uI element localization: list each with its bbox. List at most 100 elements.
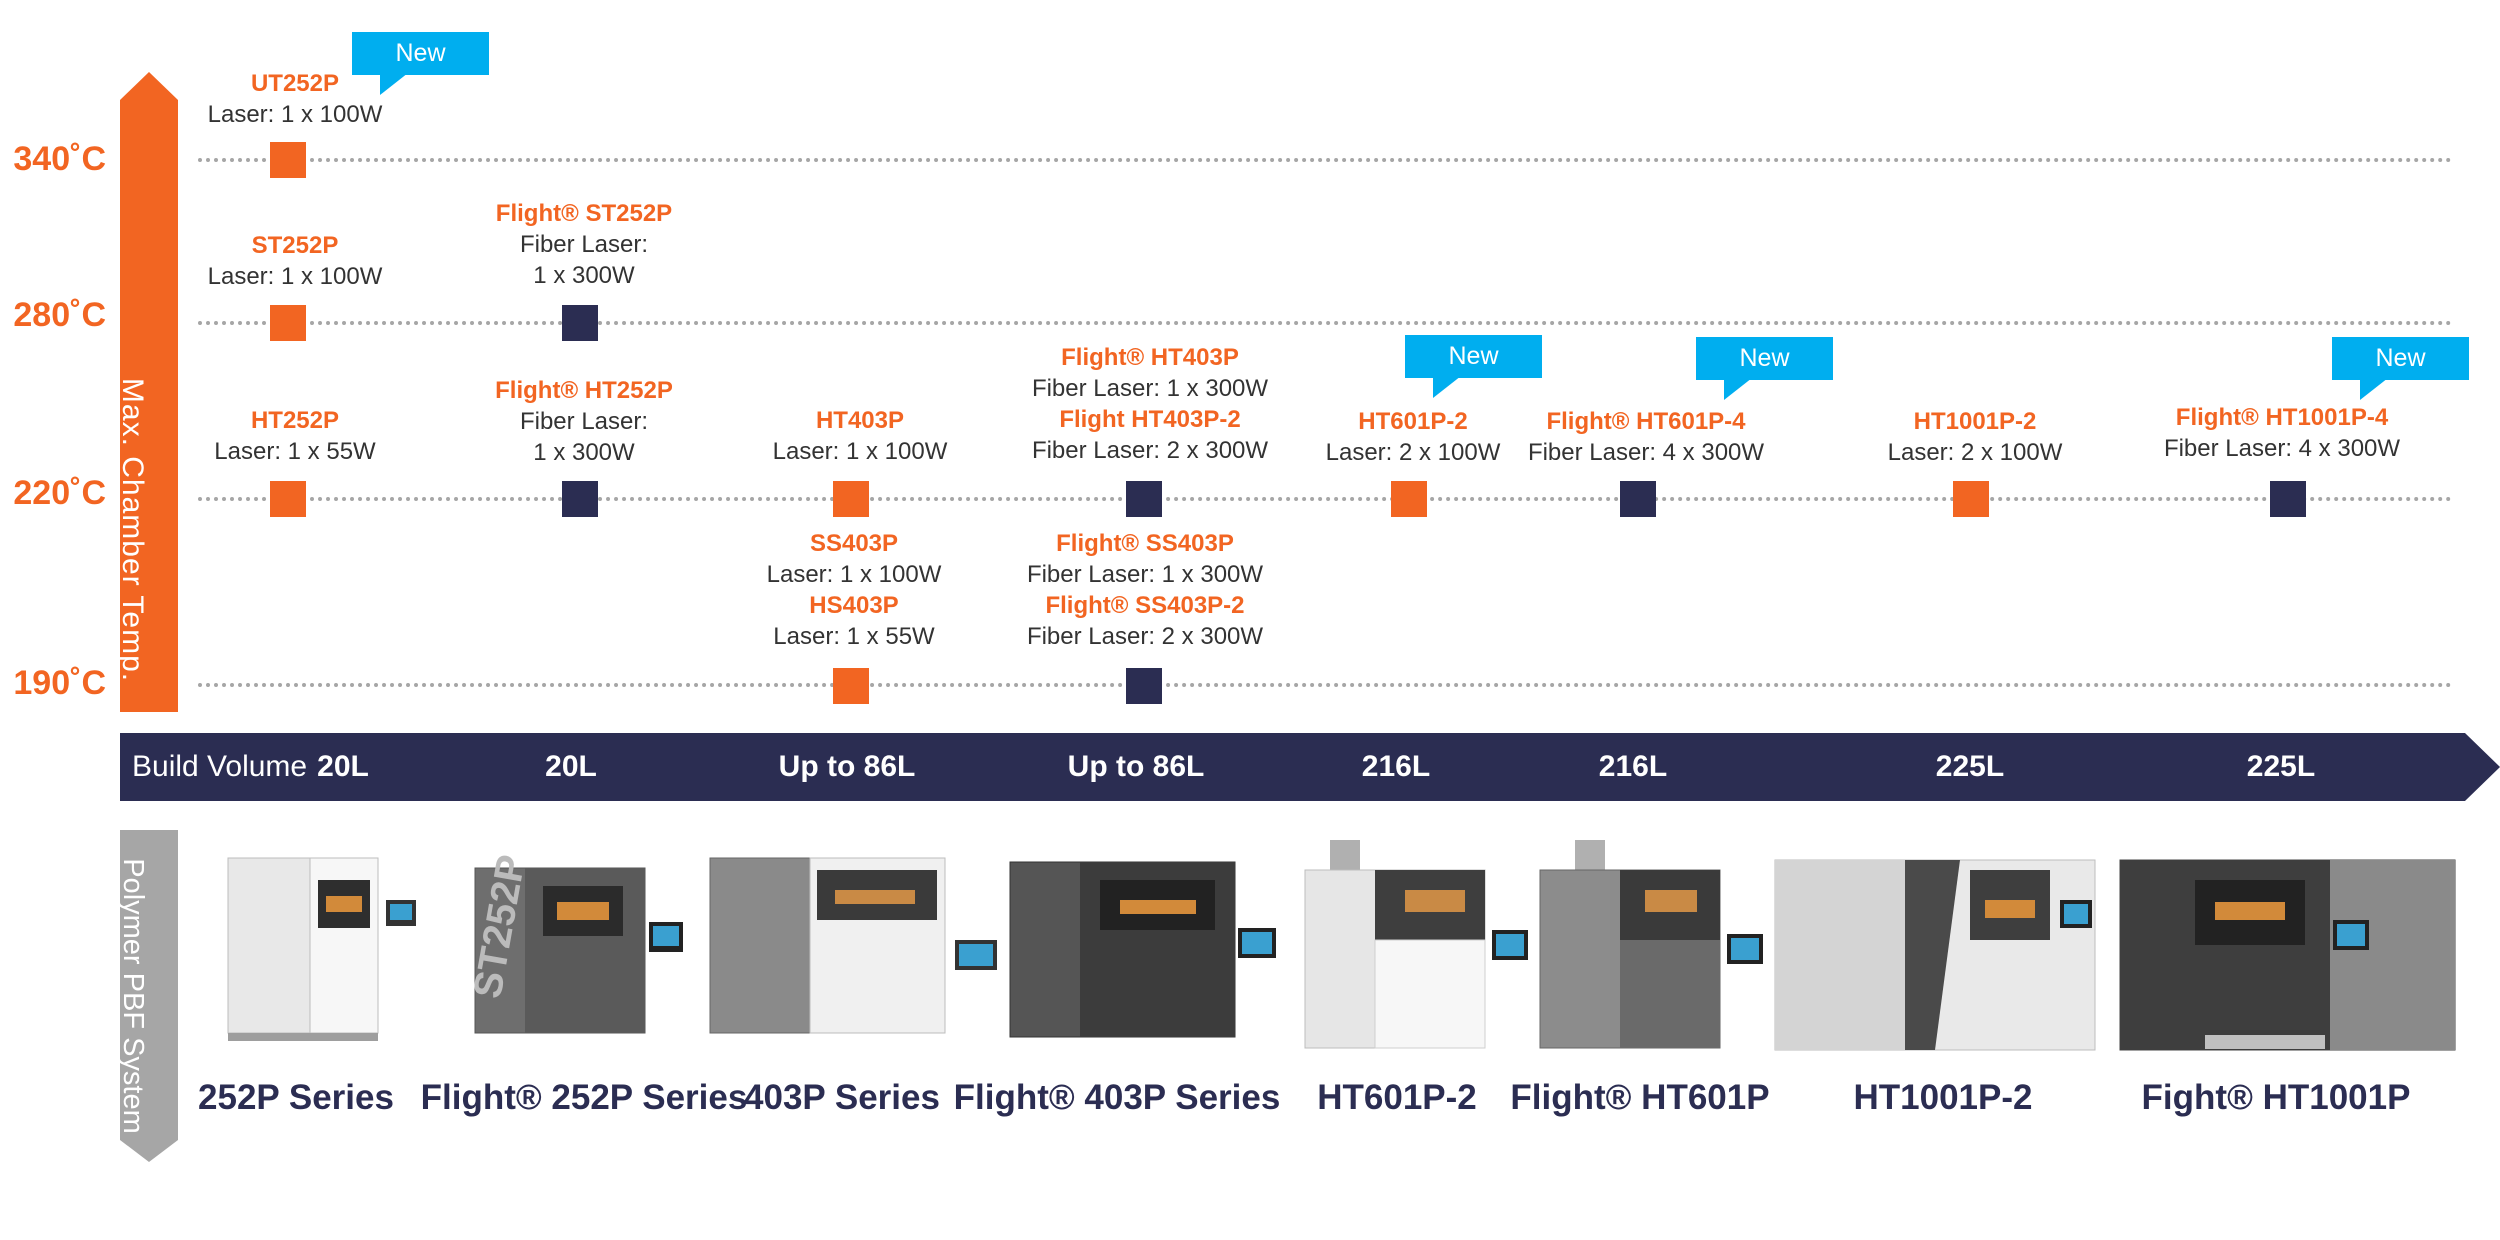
model-label-flight-ht601p-4: Flight® HT601P-4 Fiber Laser: 4 x 300W: [1486, 406, 1806, 468]
printer-403p-icon: [709, 857, 997, 1034]
model-label-flight-st252p: Flight® ST252P Fiber Laser: 1 x 300W: [424, 198, 744, 291]
model-label-ss403p-hs403p: SS403P Laser: 1 x 100W HS403P Laser: 1 x…: [694, 528, 1014, 652]
printer-ht601p-icon: [1304, 840, 1528, 1049]
marker-ht601p-2: [1391, 481, 1427, 517]
marker-ht1001p-2: [1953, 481, 1989, 517]
model-name: HT1001P-2: [1913, 408, 2037, 435]
model-name: UT252P: [250, 70, 340, 97]
model-spec: Laser: 2 x 100W: [1325, 439, 1501, 466]
series-name: Flight® 252P Series: [420, 1078, 748, 1117]
model-spec: Laser: 1 x 55W: [773, 623, 935, 650]
marker-ht403p: [833, 481, 869, 517]
model-name: Flight® SS403P-2: [1045, 592, 1245, 619]
build-volume-bar: [120, 733, 2500, 801]
marker-flight-st252p: [562, 305, 598, 341]
new-badge: New: [1405, 335, 1542, 398]
series-name: 252P Series: [198, 1078, 394, 1117]
marker-flight-ht601p-4: [1620, 481, 1656, 517]
model-spec: Laser: 1 x 100W: [766, 561, 942, 588]
model-name: HT403P: [815, 407, 905, 434]
printer-flight-252p-icon: ST252P: [466, 852, 683, 1034]
model-name: HT601P-2: [1358, 408, 1468, 435]
model-spec: Fiber Laser: 1 x 300W: [1026, 561, 1264, 588]
marker-ht252p: [270, 481, 306, 517]
marker-flight-ht403p: [1126, 481, 1162, 517]
model-name: Flight® SS403P: [1056, 530, 1234, 557]
printer-flight-ht601p-icon: [1539, 840, 1763, 1049]
series-name: Fight® HT1001P: [2141, 1078, 2411, 1117]
model-name: ST252P: [251, 232, 339, 259]
marker-st252p: [270, 305, 306, 341]
model-spec: Laser: 1 x 100W: [207, 101, 383, 128]
model-name: Flight® HT403P: [1061, 344, 1239, 371]
model-label-flight-ht403p: Flight® HT403P Fiber Laser: 1 x 300W Fli…: [990, 342, 1310, 466]
model-name: Flight® ST252P: [495, 200, 673, 227]
model-spec: Fiber Laser: 2 x 300W: [1026, 623, 1264, 650]
model-spec: 1 x 300W: [533, 262, 635, 289]
build-volume-value: 225L: [1935, 750, 2005, 783]
model-name: HS403P: [809, 592, 899, 619]
series-name: Flight® HT601P: [1510, 1078, 1770, 1117]
printer-ht1001p-icon: [1774, 859, 2096, 1051]
temp-label-190: 190˚C: [13, 664, 106, 702]
grid-line-220: [198, 497, 2453, 501]
model-label-flight-ht1001p-4: Flight® HT1001P-4 Fiber Laser: 4 x 300W: [2122, 402, 2442, 464]
new-badge: New: [352, 32, 489, 95]
marker-ut252p: [270, 142, 306, 178]
model-spec: Fiber Laser: 4 x 300W: [1527, 439, 1765, 466]
model-label-ht403p: HT403P Laser: 1 x 100W: [700, 405, 1020, 467]
marker-flight-ht1001p-4: [2270, 481, 2306, 517]
model-spec: Laser: 1 x 100W: [772, 438, 948, 465]
series-name: HT601P-2: [1317, 1078, 1477, 1117]
model-spec: Fiber Laser:: [519, 231, 649, 258]
model-spec: 1 x 300W: [533, 439, 635, 466]
temp-label-220: 220˚C: [13, 474, 106, 512]
series-name: 403P Series: [744, 1078, 940, 1117]
model-spec: Laser: 1 x 100W: [207, 263, 383, 290]
printer-flight-ht1001p-icon: [2119, 859, 2456, 1051]
temperature-axis-arrow: [120, 72, 178, 712]
model-name: Flight® HT252P: [495, 377, 673, 404]
build-volume-value: 20L: [545, 750, 597, 783]
system-axis-arrow: [120, 830, 178, 1162]
build-volume-value: 216L: [1361, 750, 1431, 783]
model-spec: Fiber Laser: 4 x 300W: [2163, 435, 2401, 462]
model-spec: Laser: 2 x 100W: [1887, 439, 2063, 466]
series-name: HT1001P-2: [1853, 1078, 2033, 1117]
marker-flight-ss403p: [1126, 668, 1162, 704]
model-label-st252p: ST252P Laser: 1 x 100W: [135, 230, 455, 292]
model-spec: Laser: 1 x 55W: [214, 438, 376, 465]
model-spec: Fiber Laser: 1 x 300W: [1031, 375, 1269, 402]
model-spec: Fiber Laser:: [519, 408, 649, 435]
build-volume-label: Build Volume: [132, 750, 308, 783]
printer-flight-403p-icon: [1009, 861, 1276, 1038]
grid-line-340: [198, 158, 2453, 162]
build-volume-value: 216L: [1598, 750, 1668, 783]
build-volume-value: Up to 86L: [1067, 750, 1205, 783]
model-name: Flight® HT601P-4: [1546, 408, 1746, 435]
grid-line-190: [198, 683, 2453, 687]
build-volume-value: 225L: [2246, 750, 2316, 783]
grid-line-280: [198, 321, 2453, 325]
model-label-ht1001p-2: HT1001P-2 Laser: 2 x 100W: [1815, 406, 2135, 468]
build-volume-value: Up to 86L: [778, 750, 916, 783]
series-name: Flight® 403P Series: [953, 1078, 1281, 1117]
printer-252p-icon: [227, 857, 416, 1041]
model-label-flight-ss403p: Flight® SS403P Fiber Laser: 1 x 300W Fli…: [985, 528, 1305, 652]
model-name: SS403P: [809, 530, 899, 557]
model-label-ut252p: UT252P Laser: 1 x 100W: [135, 68, 455, 130]
model-name: Flight® HT1001P-4: [2175, 404, 2389, 431]
model-label-flight-ht252p: Flight® HT252P Fiber Laser: 1 x 300W: [424, 375, 744, 468]
system-axis-label: Polymer PBF System: [117, 858, 149, 1134]
temp-label-340: 340˚C: [13, 140, 106, 178]
marker-ss403p-hs403p: [833, 668, 869, 704]
model-label-ht252p: HT252P Laser: 1 x 55W: [135, 405, 455, 467]
temp-label-280: 280˚C: [13, 296, 106, 334]
model-name: Flight HT403P-2: [1059, 406, 1241, 433]
new-badge: New: [2332, 337, 2469, 400]
model-label-ht601p-2: HT601P-2 Laser: 2 x 100W: [1253, 406, 1573, 468]
model-name: HT252P: [250, 407, 340, 434]
marker-flight-ht252p: [562, 481, 598, 517]
model-spec: Fiber Laser: 2 x 300W: [1031, 437, 1269, 464]
new-badge: New: [1696, 337, 1833, 400]
